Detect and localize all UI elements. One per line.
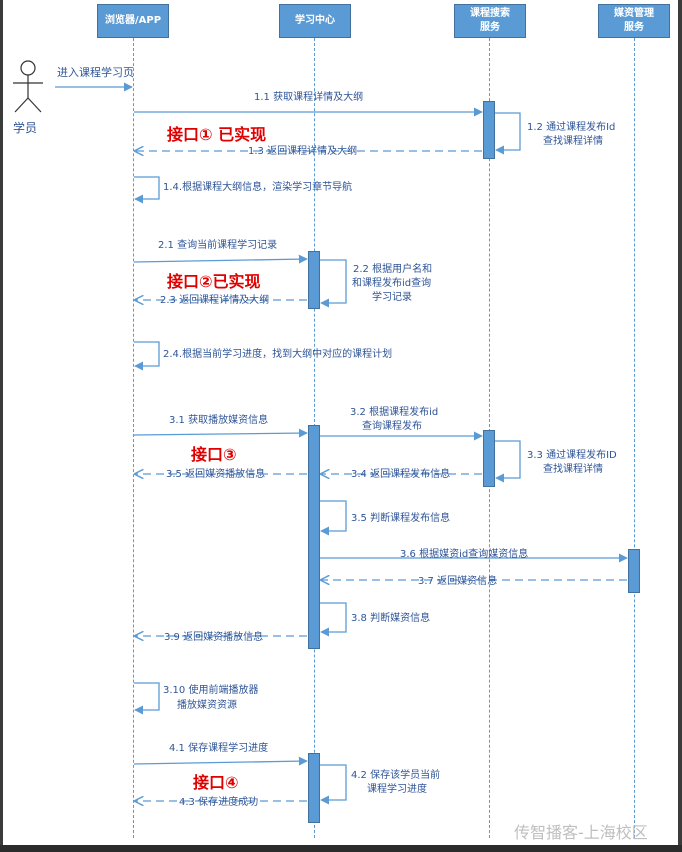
msg-4-2-line2: 课程学习进度 xyxy=(367,784,427,795)
annotation-api-4: 接口④ xyxy=(193,773,239,792)
lifeline-media-label-1: 媒资管理 xyxy=(614,8,654,19)
msg-4-2-line1: 4.2 保存该学员当前 xyxy=(351,770,441,781)
arrow-3-10 xyxy=(134,682,160,715)
msg-2-2-line2: 和课程发布id查询 xyxy=(352,278,432,289)
lifeline-browser-app: 浏览器/APP xyxy=(97,4,169,38)
activation-learning-3 xyxy=(308,425,320,649)
lifeline-course-search-label-2: 服务 xyxy=(480,22,500,33)
lifeline-learning-center-label: 学习中心 xyxy=(295,15,335,26)
msg-2-1: 2.1 查询当前课程学习记录 xyxy=(158,240,278,251)
lifeline-line-media xyxy=(634,38,635,838)
lifeline-browser-app-label: 浏览器/APP xyxy=(104,15,162,26)
lifeline-course-search-service: 课程搜索 服务 xyxy=(454,4,526,38)
activation-learning-2 xyxy=(308,251,320,309)
watermark: 传智播客-上海校区 xyxy=(514,823,648,842)
lifeline-media-label-2: 服务 xyxy=(624,22,644,33)
actor-student-label: 学员 xyxy=(13,121,38,135)
lifeline-line-browser xyxy=(133,38,134,838)
arrow-2-1 xyxy=(133,254,308,264)
lifeline-course-search-label-1: 课程搜索 xyxy=(470,8,510,19)
msg-1-2-line2: 查找课程详情 xyxy=(543,136,603,147)
msg-3-5: 3.5 返回媒资播放信息 xyxy=(166,469,266,480)
activation-media-3 xyxy=(628,549,640,593)
msg-4-1: 4.1 保存课程学习进度 xyxy=(169,743,269,754)
msg-4-3: 4.3 保存进度成功 xyxy=(179,797,259,808)
msg-2-2-line1: 2.2 根据用户名和 xyxy=(353,264,433,275)
window-edge-bottom xyxy=(0,845,682,852)
msg-1-2-line1: 1.2 通过课程发布Id xyxy=(527,122,616,133)
annotation-api-3: 接口③ xyxy=(191,445,237,464)
msg-3-3-line2: 查找课程详情 xyxy=(543,464,603,475)
activation-learning-4 xyxy=(308,753,320,823)
annotation-api-1: 接口① 已实现 xyxy=(167,125,267,144)
msg-2-4: 2.4.根据当前学习进度，找到大纲中对应的课程计划 xyxy=(163,349,393,360)
arrow-2-4 xyxy=(134,341,160,371)
msg-3-2-line2: 查询课程发布 xyxy=(362,421,422,432)
arrow-1-4 xyxy=(134,176,160,204)
arrow-4-1 xyxy=(133,756,308,766)
arrow-3-1 xyxy=(133,428,308,438)
actor-student-icon xyxy=(13,60,43,113)
activation-search-1 xyxy=(483,101,495,159)
msg-enter-course-page: 进入课程学习页 xyxy=(57,66,134,79)
msg-2-2-line3: 学习记录 xyxy=(372,292,412,303)
msg-3-2-line1: 3.2 根据课程发布id xyxy=(350,407,439,418)
msg-1-3: 1.3 返回课程详情及大纲 xyxy=(248,146,358,157)
lifeline-media-management-service: 媒资管理 服务 xyxy=(598,4,670,38)
arrow-3-3 xyxy=(495,440,521,483)
arrow-2-2 xyxy=(320,259,347,308)
annotation-api-2: 接口②已实现 xyxy=(167,272,261,291)
msg-1-1: 1.1 获取课程详情及大纲 xyxy=(254,92,364,103)
arrow-4-2 xyxy=(320,764,347,805)
msg-3-1: 3.1 获取播放媒资信息 xyxy=(169,415,269,426)
msg-3-5-judge: 3.5 判断课程发布信息 xyxy=(351,513,451,524)
lifeline-learning-center: 学习中心 xyxy=(279,4,351,38)
activation-search-3 xyxy=(483,430,495,487)
msg-3-10-line2: 播放媒资资源 xyxy=(177,700,237,711)
arrow-3-5b xyxy=(320,500,347,536)
msg-3-6: 3.6 根据媒资id查询媒资信息 xyxy=(400,549,529,560)
arrow-3-8 xyxy=(320,602,347,637)
msg-2-3: 2.3 返回课程详情及大纲 xyxy=(160,295,270,306)
msg-3-4: 3.4 返回课程发布信息 xyxy=(351,469,451,480)
msg-3-10-line1: 3.10 使用前端播放器 xyxy=(163,685,259,696)
arrow-1-2 xyxy=(495,112,521,155)
window-edge-right xyxy=(678,0,682,852)
msg-3-8: 3.8 判断媒资信息 xyxy=(351,613,431,624)
msg-1-4: 1.4.根据课程大纲信息，渲染学习章节导航 xyxy=(163,182,353,193)
window-edge-left xyxy=(0,0,3,852)
msg-3-9: 3.9 返回媒资播放信息 xyxy=(164,632,264,643)
msg-3-7: 3.7 返回媒资信息 xyxy=(418,576,498,587)
msg-3-3-line1: 3.3 通过课程发布ID xyxy=(527,450,617,461)
